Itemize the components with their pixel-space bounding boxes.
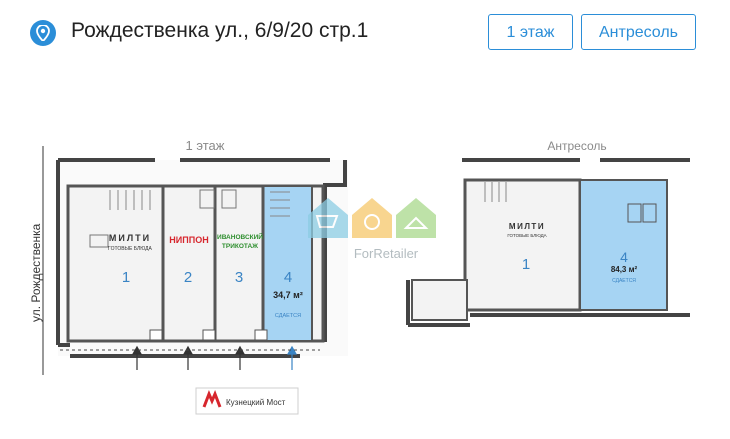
floor-1-title: 1 этаж — [186, 138, 225, 153]
mezz-tenant-milti: МИЛТИ — [509, 222, 545, 231]
street-label: ул. Рождественка — [29, 223, 43, 322]
unit-4-number: 4 — [284, 269, 292, 286]
floor-plan-image: 1 этаж Антресоль ул. Рождественка — [0, 110, 730, 434]
tenant-nippon: НИППОН — [169, 235, 208, 245]
tenant-milti: МИЛТИ — [109, 233, 151, 243]
address-title: Рождественка ул., 6/9/20 стр.1 — [71, 19, 369, 42]
location-pin-icon — [30, 20, 56, 46]
mezz-unit-4-number: 4 — [620, 249, 628, 265]
header: Рождественка ул., 6/9/20 стр.1 1 этаж Ан… — [0, 0, 730, 66]
unit-3-number: 3 — [235, 269, 243, 286]
mezzanine-plan — [406, 158, 690, 327]
mezz-unit-4-status: СДАЕТСЯ — [612, 278, 636, 284]
mezz-unit-4-area: 84,3 м² — [611, 265, 638, 274]
mezz-tenant-milti-sub: ГОТОВЫЕ БЛЮДА — [507, 233, 546, 238]
metro-station-name: Кузнецкий Мост — [226, 398, 286, 407]
tenant-ivanovsky-1: ИВАНОВСКИЙ — [217, 232, 263, 241]
mezz-unit-1-number: 1 — [522, 256, 530, 273]
metro-icon — [202, 390, 222, 408]
unit-4-area: 34,7 м² — [273, 290, 303, 300]
unit-1-number: 1 — [122, 269, 130, 286]
mezzanine-title: Антресоль — [547, 139, 606, 153]
tenant-ivanovsky-2: ТРИКОТАЖ — [222, 243, 258, 250]
floor-1-button[interactable]: 1 этаж — [488, 14, 573, 50]
watermark-text: ForRetailer — [354, 246, 419, 261]
metro-badge: Кузнецкий Мост — [195, 387, 299, 415]
tenant-milti-sub: ГОТОВЫЕ БЛЮДА — [108, 246, 152, 252]
unit-2-number: 2 — [184, 269, 192, 286]
forretailer-watermark: ForRetailer — [308, 198, 436, 261]
mezzanine-button[interactable]: Антресоль — [581, 14, 696, 50]
floor-1-plan — [56, 158, 348, 370]
unit-4-status: СДАЕТСЯ — [275, 313, 301, 319]
